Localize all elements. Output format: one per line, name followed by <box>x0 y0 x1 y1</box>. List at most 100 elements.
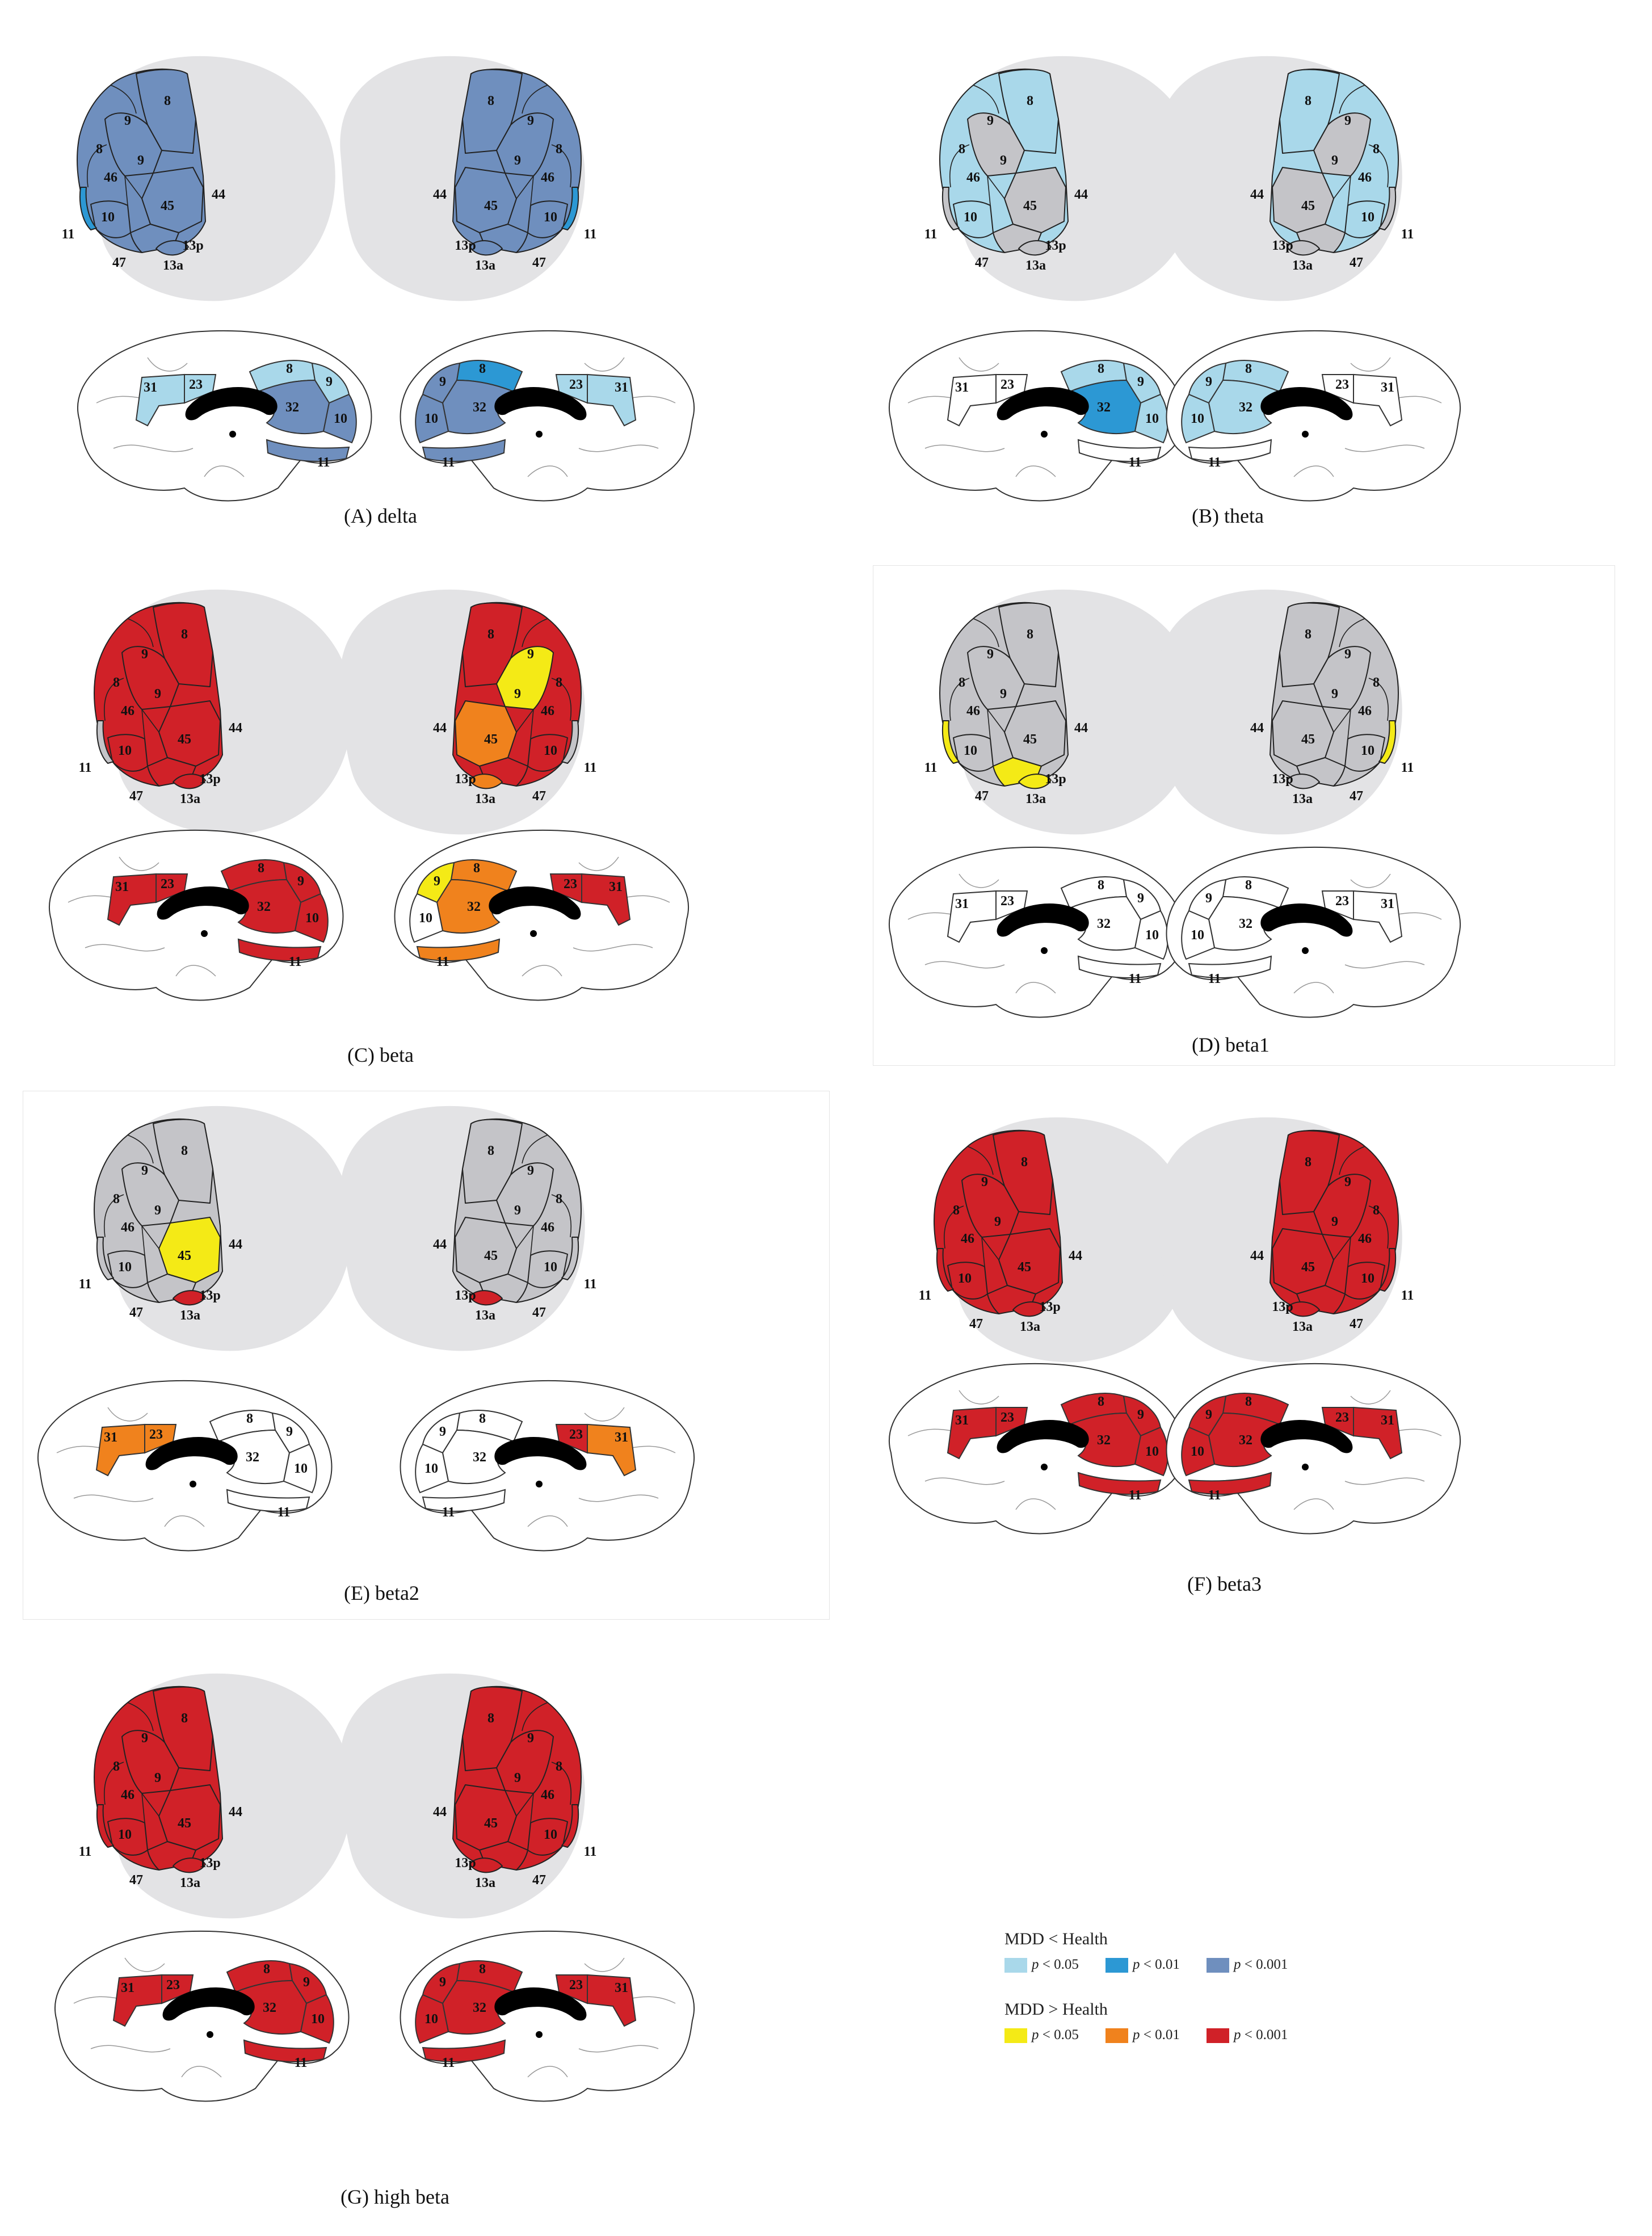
region-11-medial <box>1077 955 1162 978</box>
sulci <box>949 85 1005 206</box>
region-label-32: 32 <box>1239 400 1252 415</box>
medial-surface <box>400 1380 695 1552</box>
legend-swatch-increase-p01 <box>1105 2028 1128 2043</box>
region-13 <box>173 774 206 789</box>
region-label-9: 9 <box>1000 687 1007 701</box>
region-label-32: 32 <box>1097 400 1111 415</box>
region-label-9: 9 <box>987 114 994 128</box>
p-threshold-01: < 0.01 <box>1143 2027 1180 2042</box>
sulci <box>104 1702 159 1823</box>
region-label-8: 8 <box>556 675 562 690</box>
sulci <box>516 85 571 206</box>
corpus-callosum <box>997 1420 1089 1453</box>
region-label-8: 8 <box>487 94 494 108</box>
region-10-medial <box>283 1443 317 1494</box>
region-label-44: 44 <box>212 187 225 202</box>
region-label-47: 47 <box>532 1873 546 1888</box>
region-label-13a: 13a <box>1292 792 1313 806</box>
region-label-8: 8 <box>1098 362 1104 376</box>
region-10-medial <box>409 893 444 943</box>
region-label-13a: 13a <box>1025 792 1046 806</box>
anterior-commissure <box>1041 431 1048 438</box>
frontal-lobe <box>452 602 582 789</box>
region-label-23: 23 <box>149 1427 163 1442</box>
region-label-47: 47 <box>1350 255 1363 270</box>
legend-label-decrease-p01: p < 0.01 <box>1133 1957 1180 1973</box>
region-label-11: 11 <box>1208 972 1221 986</box>
region-label-9: 9 <box>141 1731 148 1746</box>
region-label-11: 11 <box>584 227 597 242</box>
region-label-11: 11 <box>1129 972 1142 986</box>
region-label-46: 46 <box>541 704 554 718</box>
region-label-8: 8 <box>959 675 965 690</box>
region-8 <box>462 1119 523 1204</box>
legend-swatch-decrease-p05 <box>1004 1958 1027 1973</box>
region-label-9: 9 <box>434 874 440 889</box>
region-label-23: 23 <box>161 877 174 892</box>
region-label-11: 11 <box>442 1505 455 1520</box>
medial-surface <box>1166 330 1461 502</box>
region-11-strip <box>561 187 579 230</box>
region-label-45: 45 <box>178 1249 191 1263</box>
region-label-31: 31 <box>115 880 129 894</box>
region-label-9: 9 <box>154 1203 161 1218</box>
region-label-10: 10 <box>964 743 977 758</box>
region-label-13a: 13a <box>1292 258 1313 273</box>
region-8 <box>153 602 213 687</box>
region-label-9: 9 <box>994 1214 1001 1229</box>
region-10-medial <box>415 1443 449 1494</box>
sulci <box>104 1134 159 1256</box>
region-label-9: 9 <box>527 114 534 128</box>
anterior-commissure <box>201 930 208 937</box>
region-label-13a: 13a <box>475 1876 495 1890</box>
region-label-45: 45 <box>161 199 174 213</box>
region-label-13p: 13p <box>455 1856 476 1871</box>
region-8 <box>153 1119 213 1204</box>
region-11-medial <box>1188 955 1272 978</box>
frontal-lobe <box>94 1686 223 1873</box>
region-11-strip <box>941 720 960 764</box>
frontal-lobe <box>934 1129 1063 1317</box>
region-label-11: 11 <box>79 1277 92 1292</box>
region-label-13p: 13p <box>1045 772 1066 787</box>
corpus-callosum <box>997 387 1089 421</box>
region-label-13p: 13p <box>199 1856 220 1871</box>
region-label-9: 9 <box>439 375 446 389</box>
region-label-44: 44 <box>1250 187 1264 202</box>
region-label-46: 46 <box>966 704 980 718</box>
region-label-9: 9 <box>1331 153 1338 168</box>
frontal-lobe <box>77 68 206 256</box>
region-label-9: 9 <box>514 153 521 168</box>
region-11-strip <box>561 720 579 764</box>
anterior-commissure <box>190 1481 196 1487</box>
region-label-10: 10 <box>1361 210 1374 225</box>
region-label-9: 9 <box>326 375 333 389</box>
region-label-47: 47 <box>1350 789 1363 804</box>
region-10-medial <box>1181 393 1216 444</box>
region-label-32: 32 <box>257 900 271 914</box>
medial-surface <box>37 1380 333 1552</box>
region-label-10: 10 <box>424 411 438 426</box>
frontal-lobe <box>1270 68 1399 256</box>
region-label-9: 9 <box>1331 1214 1338 1229</box>
region-13 <box>469 1290 503 1306</box>
region-45 <box>1004 167 1066 233</box>
sulci <box>87 85 142 206</box>
region-label-9: 9 <box>514 687 521 701</box>
region-label-9: 9 <box>527 1731 534 1746</box>
region-label-9: 9 <box>286 1424 293 1439</box>
p-symbol: p <box>1234 2027 1241 2042</box>
region-label-11: 11 <box>278 1505 291 1520</box>
